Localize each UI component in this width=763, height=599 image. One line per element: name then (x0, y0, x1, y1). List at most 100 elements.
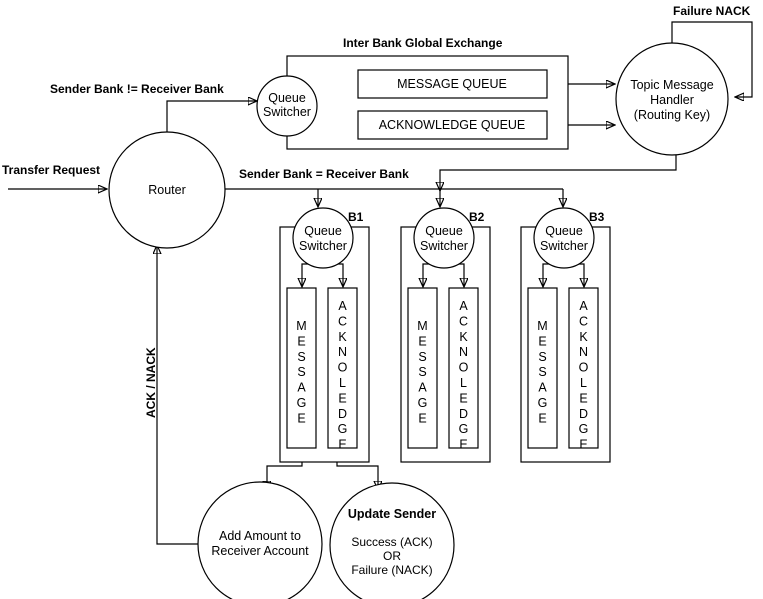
b3-queue-letter: D (579, 407, 588, 421)
topic-handler-label-3: (Routing Key) (634, 108, 710, 122)
b1-queue-letter: N (338, 345, 347, 359)
update-sender-node (329, 482, 455, 599)
message-queue-box (357, 69, 548, 99)
b3-queue-letter: E (538, 334, 546, 348)
b3-switcher-label-2: Switcher (540, 239, 588, 253)
b1-queue-letter: E (297, 334, 305, 348)
b2-switcher-label-1: Queue (425, 224, 463, 238)
b1-queue-letter: S (297, 350, 305, 364)
b2-queue-switcher (413, 207, 475, 269)
update-sender-title: Update Sender (348, 507, 436, 521)
b2-queue-letter: O (459, 361, 469, 375)
add-amount-label-2: Receiver Account (211, 544, 309, 558)
topic-handler-label-1: Topic Message (630, 78, 713, 92)
b2-name: B2 (469, 210, 485, 224)
message-queue-label: MESSAGE QUEUE (397, 77, 507, 91)
b2-queue-letter: E (418, 411, 426, 425)
b3-queue-switcher (533, 207, 595, 269)
acknowledge-queue-label: ACKNOWLEDGE QUEUE (379, 118, 526, 132)
b1-queue-letter: S (297, 365, 305, 379)
b2-queue-letter: C (459, 314, 468, 328)
add-amount-label-1: Add Amount to (219, 529, 301, 543)
b2-queue-letter: L (460, 376, 467, 390)
b1-queue-letter: E (338, 438, 346, 452)
b3-queue-letter: A (538, 381, 547, 395)
b3-queue-letter: E (538, 411, 546, 425)
b1-queue-letter: M (296, 319, 306, 333)
router-label: Router (148, 183, 186, 197)
ack-nack-feedback-arrow (157, 246, 199, 545)
sender-ne-receiver-label: Sender Bank != Receiver Bank (50, 82, 224, 96)
b1-switcher-label-1: Queue (304, 224, 342, 238)
b3-queue-letter: S (538, 365, 546, 379)
b1-queue-letter: K (338, 330, 347, 344)
b2-queue-letter: A (418, 381, 427, 395)
b3-queue-letter: E (579, 438, 587, 452)
b1-switcher-label-2: Switcher (299, 239, 347, 253)
acknowledge-queue-box (357, 110, 548, 140)
b3-queue-letter: N (579, 345, 588, 359)
b3-name: B3 (589, 210, 605, 224)
b1-queue-switcher (292, 207, 354, 269)
b1-queue-message (286, 287, 317, 449)
b3-queue-letter: C (579, 314, 588, 328)
b2-queue-letter: G (418, 396, 428, 410)
b3-queue-message (527, 287, 558, 449)
b3-queue-letter: L (580, 376, 587, 390)
b1-queue-letter: A (297, 381, 306, 395)
topic-message-handler (615, 42, 729, 156)
b3-queue-letter: A (579, 299, 588, 313)
main-queue-switcher-label-2: Switcher (263, 105, 311, 119)
b1-queue-letter: G (297, 396, 307, 410)
b2-queue-letter: S (418, 365, 426, 379)
b2-queue-letter: E (418, 334, 426, 348)
update-sender-line-2: OR (383, 549, 401, 563)
b2-queue-letter: E (459, 391, 467, 405)
main-queue-switcher (256, 75, 318, 137)
b3-queue-letter: E (579, 391, 587, 405)
router-node (108, 131, 226, 249)
banks-layer: QueueSwitcherB1MESSAGEACKNOLEDGEQueueSwi… (279, 207, 611, 463)
b1-queue-letter: E (338, 391, 346, 405)
b3-queue-ack (568, 287, 599, 449)
b2-queue-letter: G (459, 422, 469, 436)
failure-nack-label: Failure NACK (673, 4, 751, 18)
b2-switcher-label-2: Switcher (420, 239, 468, 253)
b3-queue-letter: M (537, 319, 547, 333)
failure-nack-loop (671, 21, 753, 97)
topic-handler-label-2: Handler (650, 93, 694, 107)
b2-queue-letter: A (459, 299, 468, 313)
ack-nack-label: ACK / NACK (144, 347, 158, 418)
b1-queue-letter: D (338, 407, 347, 421)
transfer-request-label: Transfer Request (2, 163, 100, 177)
b2-queue-letter: E (459, 438, 467, 452)
b3-queue-letter: O (579, 361, 589, 375)
handler-to-banks-arrow (440, 155, 677, 190)
add-amount-node (197, 481, 323, 599)
b1-name: B1 (348, 210, 364, 224)
b2-queue-letter: S (418, 350, 426, 364)
b3-queue-letter: G (579, 422, 589, 436)
router-to-switcher-arrow (166, 101, 256, 134)
b1-queue-letter: E (297, 411, 305, 425)
inter-bank-exchange-label: Inter Bank Global Exchange (343, 36, 503, 50)
main-queue-switcher-label-1: Queue (268, 91, 306, 105)
b2-queue-letter: M (417, 319, 427, 333)
b2-queue-ack (448, 287, 479, 449)
update-sender-line-3: Failure (NACK) (351, 563, 432, 577)
b3-queue-letter: S (538, 350, 546, 364)
b2-queue-letter: K (459, 330, 468, 344)
update-sender-line-1: Success (ACK) (351, 535, 432, 549)
b1-queue-letter: A (338, 299, 347, 313)
b3-queue-letter: K (579, 330, 588, 344)
b2-queue-letter: D (459, 407, 468, 421)
b1-queue-letter: O (338, 361, 348, 375)
b1-queue-letter: G (338, 422, 348, 436)
b3-queue-letter: G (538, 396, 548, 410)
b2-queue-message (407, 287, 438, 449)
sender-eq-receiver-label: Sender Bank = Receiver Bank (239, 167, 409, 181)
b1-queue-letter: L (339, 376, 346, 390)
b1-queue-ack (327, 287, 358, 449)
b3-switcher-label-1: Queue (545, 224, 583, 238)
